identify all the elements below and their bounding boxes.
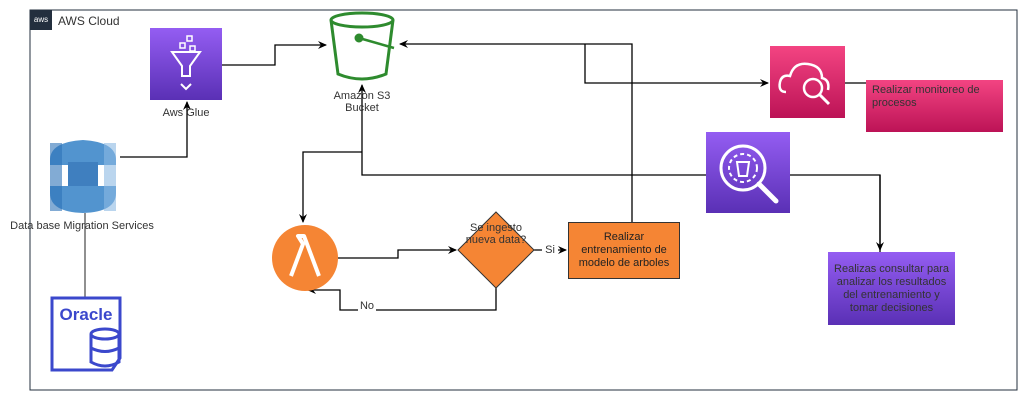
dms-icon[interactable]: [50, 140, 116, 213]
yes-label: Si: [542, 244, 558, 256]
athena-icon[interactable]: [706, 132, 790, 213]
aws-logo-icon: [30, 10, 52, 30]
training-box[interactable]: Realizar entrenamiento de modelo de arbo…: [568, 222, 680, 279]
analysis-box[interactable]: Realizas consultar para analizar los res…: [828, 252, 955, 325]
aws-logo-text: aws: [33, 15, 49, 24]
monitor-box[interactable]: Realizar monitoreo de procesos: [866, 80, 1003, 132]
edge-s3-monitor: [584, 44, 769, 87]
lambda-icon[interactable]: [272, 225, 338, 291]
aws-glue-icon[interactable]: [150, 28, 222, 100]
decision-label-1: Se ingesto: [470, 222, 522, 234]
edge-glue-s3: [222, 41, 327, 66]
edge-s3-lambda: [299, 151, 362, 223]
oracle-text: Oracle: [59, 305, 113, 324]
edge-training-s3: [399, 40, 633, 222]
s3-label-1: Amazon S3: [333, 90, 391, 102]
edge-dms-glue: [120, 101, 191, 158]
edge-decision-no: [307, 286, 497, 311]
s3-bucket-icon[interactable]: [329, 11, 395, 81]
no-label: No: [358, 300, 376, 312]
dms-label: Data base Migration Services: [10, 220, 154, 232]
decision-diamond[interactable]: [457, 211, 535, 289]
oracle-database-icon[interactable]: [50, 296, 122, 372]
edge-lambda-decision: [338, 246, 457, 259]
s3-label-2: Bucket: [345, 102, 379, 114]
glue-label: Aws Glue: [162, 107, 210, 119]
cloudwatch-icon[interactable]: [770, 46, 845, 118]
container-title: AWS Cloud: [58, 14, 120, 28]
aws-cloud-container: [29, 9, 1018, 391]
decision-label-2: nueva data?: [465, 234, 527, 246]
